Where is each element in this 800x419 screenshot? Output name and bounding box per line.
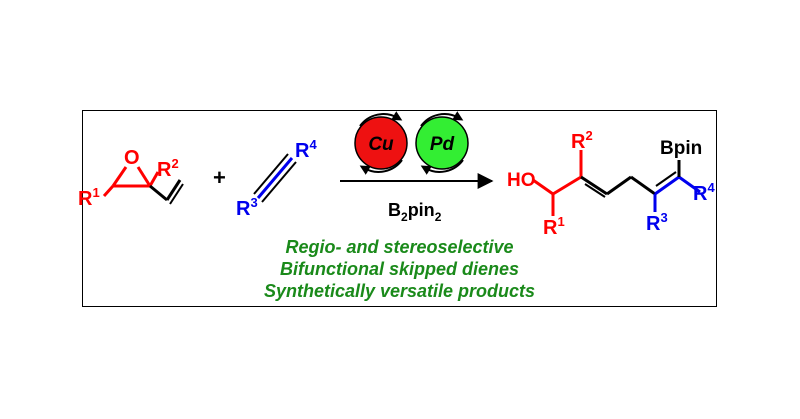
pd-catalytic-cycle: Pd [415,111,469,175]
tagline-bifunctional: Bifunctional skipped dienes [279,259,520,279]
reagent-b2pin2: B2pin2 [388,200,442,224]
product-hydroxyl: HO [507,170,536,191]
pd-label: Pd [430,134,455,155]
scheme-frame [82,110,717,307]
plus-sign: + [213,165,226,190]
epoxide-oxygen: O [124,147,140,169]
product-skipped-diene: HO Bpin R1 R2 R3 R4 [507,128,715,239]
alkyne: R3 R4 [236,137,317,220]
tagline-regio-stereo: Regio- and stereoselective [285,237,514,257]
product-r2: R2 [571,128,593,153]
cu-catalytic-cycle: Cu [354,111,408,175]
cu-label: Cu [368,134,394,155]
product-bpin: Bpin [660,138,702,159]
epoxide-r1: R1 [78,185,100,210]
tagline-versatile: Synthetically versatile products [263,281,536,301]
alkyne-r4: R4 [295,137,317,162]
vinyl-epoxide: O R1 R2 [78,147,184,210]
epoxide-r2: R2 [157,156,179,181]
product-r4: R4 [693,180,715,205]
alkyne-r3: R3 [236,195,258,220]
product-r3: R3 [646,210,668,235]
product-r1: R1 [543,214,565,239]
